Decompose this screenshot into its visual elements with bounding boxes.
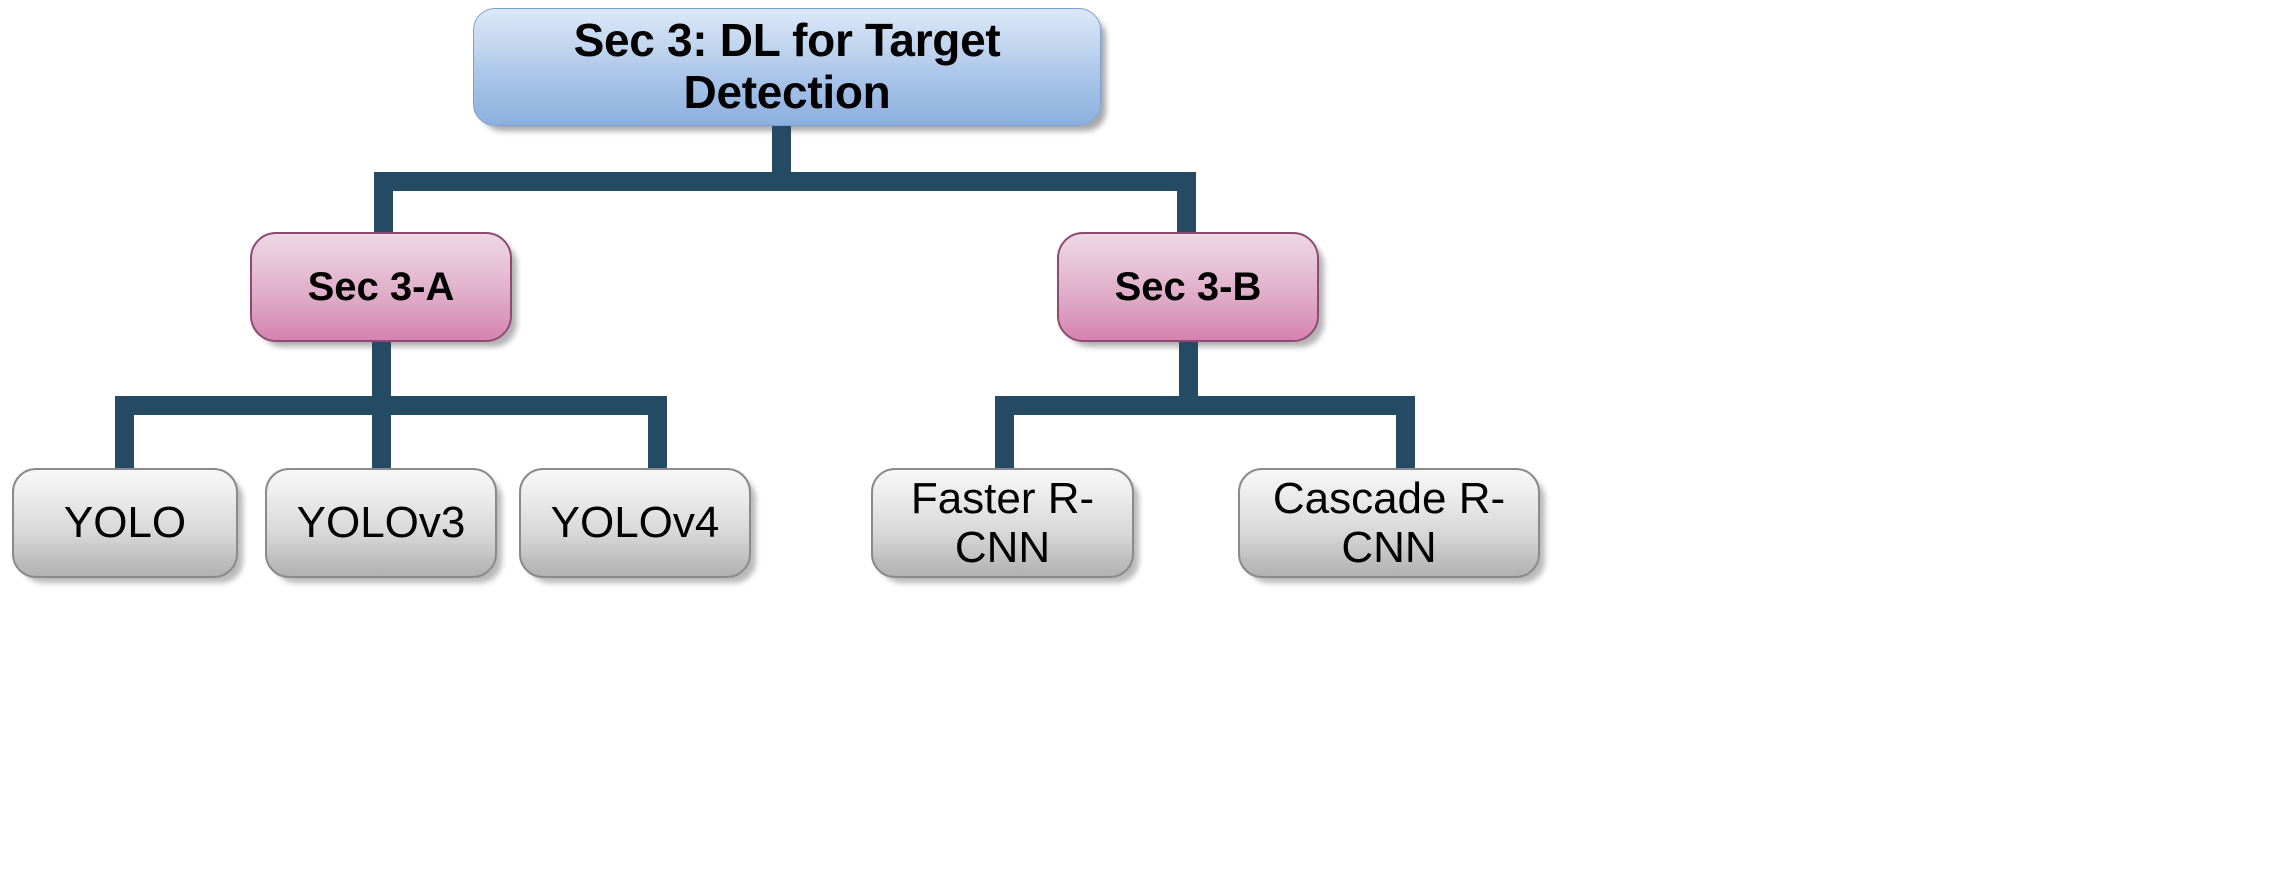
- node-faster-rcnn-label: Faster R-CNN: [910, 473, 1095, 572]
- node-sec3-label: Sec 3: DL for Target Detection: [574, 15, 1001, 118]
- connector-sec3b-stem: [1179, 342, 1198, 406]
- connector-sec3b-drop-faster: [995, 396, 1014, 476]
- node-yolo[interactable]: YOLO: [12, 468, 238, 578]
- node-cascade-rcnn[interactable]: Cascade R-CNN: [1238, 468, 1540, 578]
- connector-sec3b-drop-cascade: [1396, 396, 1415, 476]
- node-yolo-label: YOLO: [63, 498, 187, 548]
- connector-sec3a-stem: [372, 342, 391, 406]
- node-sec3-root[interactable]: Sec 3: DL for Target Detection: [473, 8, 1101, 126]
- connector-sec3b-bus: [995, 396, 1415, 415]
- node-sec3-label-line1: Sec 3: DL for Target: [573, 14, 1001, 67]
- node-yolov3-label: YOLOv3: [296, 498, 466, 548]
- connector-sec3a-drop-yolov3: [372, 396, 391, 476]
- connector-sec3a-drop-yolo: [115, 396, 134, 476]
- connector-level1-drop-right: [1177, 172, 1196, 236]
- node-cascade-rcnn-label: Cascade R-CNN: [1272, 473, 1506, 572]
- connector-sec3a-drop-yolov4: [648, 396, 667, 476]
- connector-level1-drop-left: [374, 172, 393, 236]
- node-faster-rcnn[interactable]: Faster R-CNN: [871, 468, 1134, 578]
- node-sec3b[interactable]: Sec 3-B: [1057, 232, 1319, 342]
- connector-level1-bus: [374, 172, 1196, 191]
- node-sec3a-label: Sec 3-A: [307, 264, 455, 309]
- node-sec3-label-line2: Detection: [683, 66, 891, 118]
- node-yolov3[interactable]: YOLOv3: [265, 468, 497, 578]
- node-yolov4-label: YOLOv4: [550, 498, 720, 548]
- node-yolov4[interactable]: YOLOv4: [519, 468, 751, 578]
- connector-sec3a-bus: [115, 396, 667, 415]
- connector-root-stem: [772, 126, 791, 176]
- node-sec3b-label: Sec 3-B: [1114, 264, 1262, 309]
- node-sec3a[interactable]: Sec 3-A: [250, 232, 512, 342]
